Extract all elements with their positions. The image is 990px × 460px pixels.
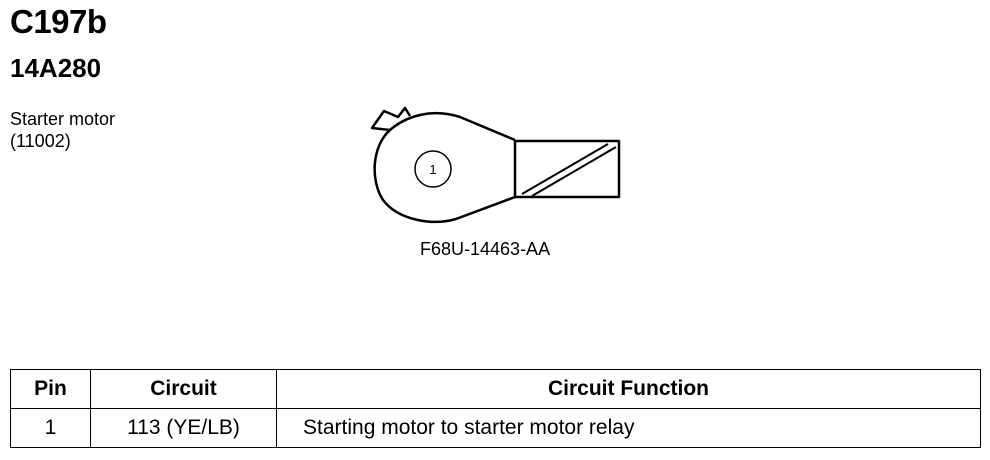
header-circuit-function: Circuit Function — [276, 369, 981, 409]
terminal-body-outline — [373, 112, 516, 224]
component-description: Starter motor (11002) — [10, 108, 115, 152]
pin-table: Pin Circuit Circuit Function 1 113 (YE/L… — [10, 369, 981, 448]
table-header-row: Pin Circuit Circuit Function — [10, 369, 981, 409]
connector-drawing: 1 — [370, 106, 621, 224]
header-circuit: Circuit — [90, 369, 277, 409]
component-name: Starter motor — [10, 109, 116, 129]
component-code: (11002) — [10, 131, 71, 151]
crimp-barrel — [513, 139, 621, 199]
crimp-barrel-hatching — [521, 143, 617, 197]
cell-pin: 1 — [10, 408, 91, 448]
table-row: 1 113 (YE/LB) Starting motor to starter … — [10, 408, 981, 448]
connector-id: C197b — [10, 3, 107, 40]
connector-part-number: 14A280 — [10, 53, 102, 83]
terminal-tab — [370, 106, 412, 132]
figure-code: F68U-14463-AA — [420, 239, 551, 259]
pin-callout-label: 1 — [429, 162, 436, 177]
cell-circuit-function: Starting motor to starter motor relay — [276, 408, 981, 448]
pin-callout-circle — [414, 150, 452, 188]
header-pin: Pin — [10, 369, 91, 409]
cell-circuit: 113 (YE/LB) — [90, 408, 277, 448]
